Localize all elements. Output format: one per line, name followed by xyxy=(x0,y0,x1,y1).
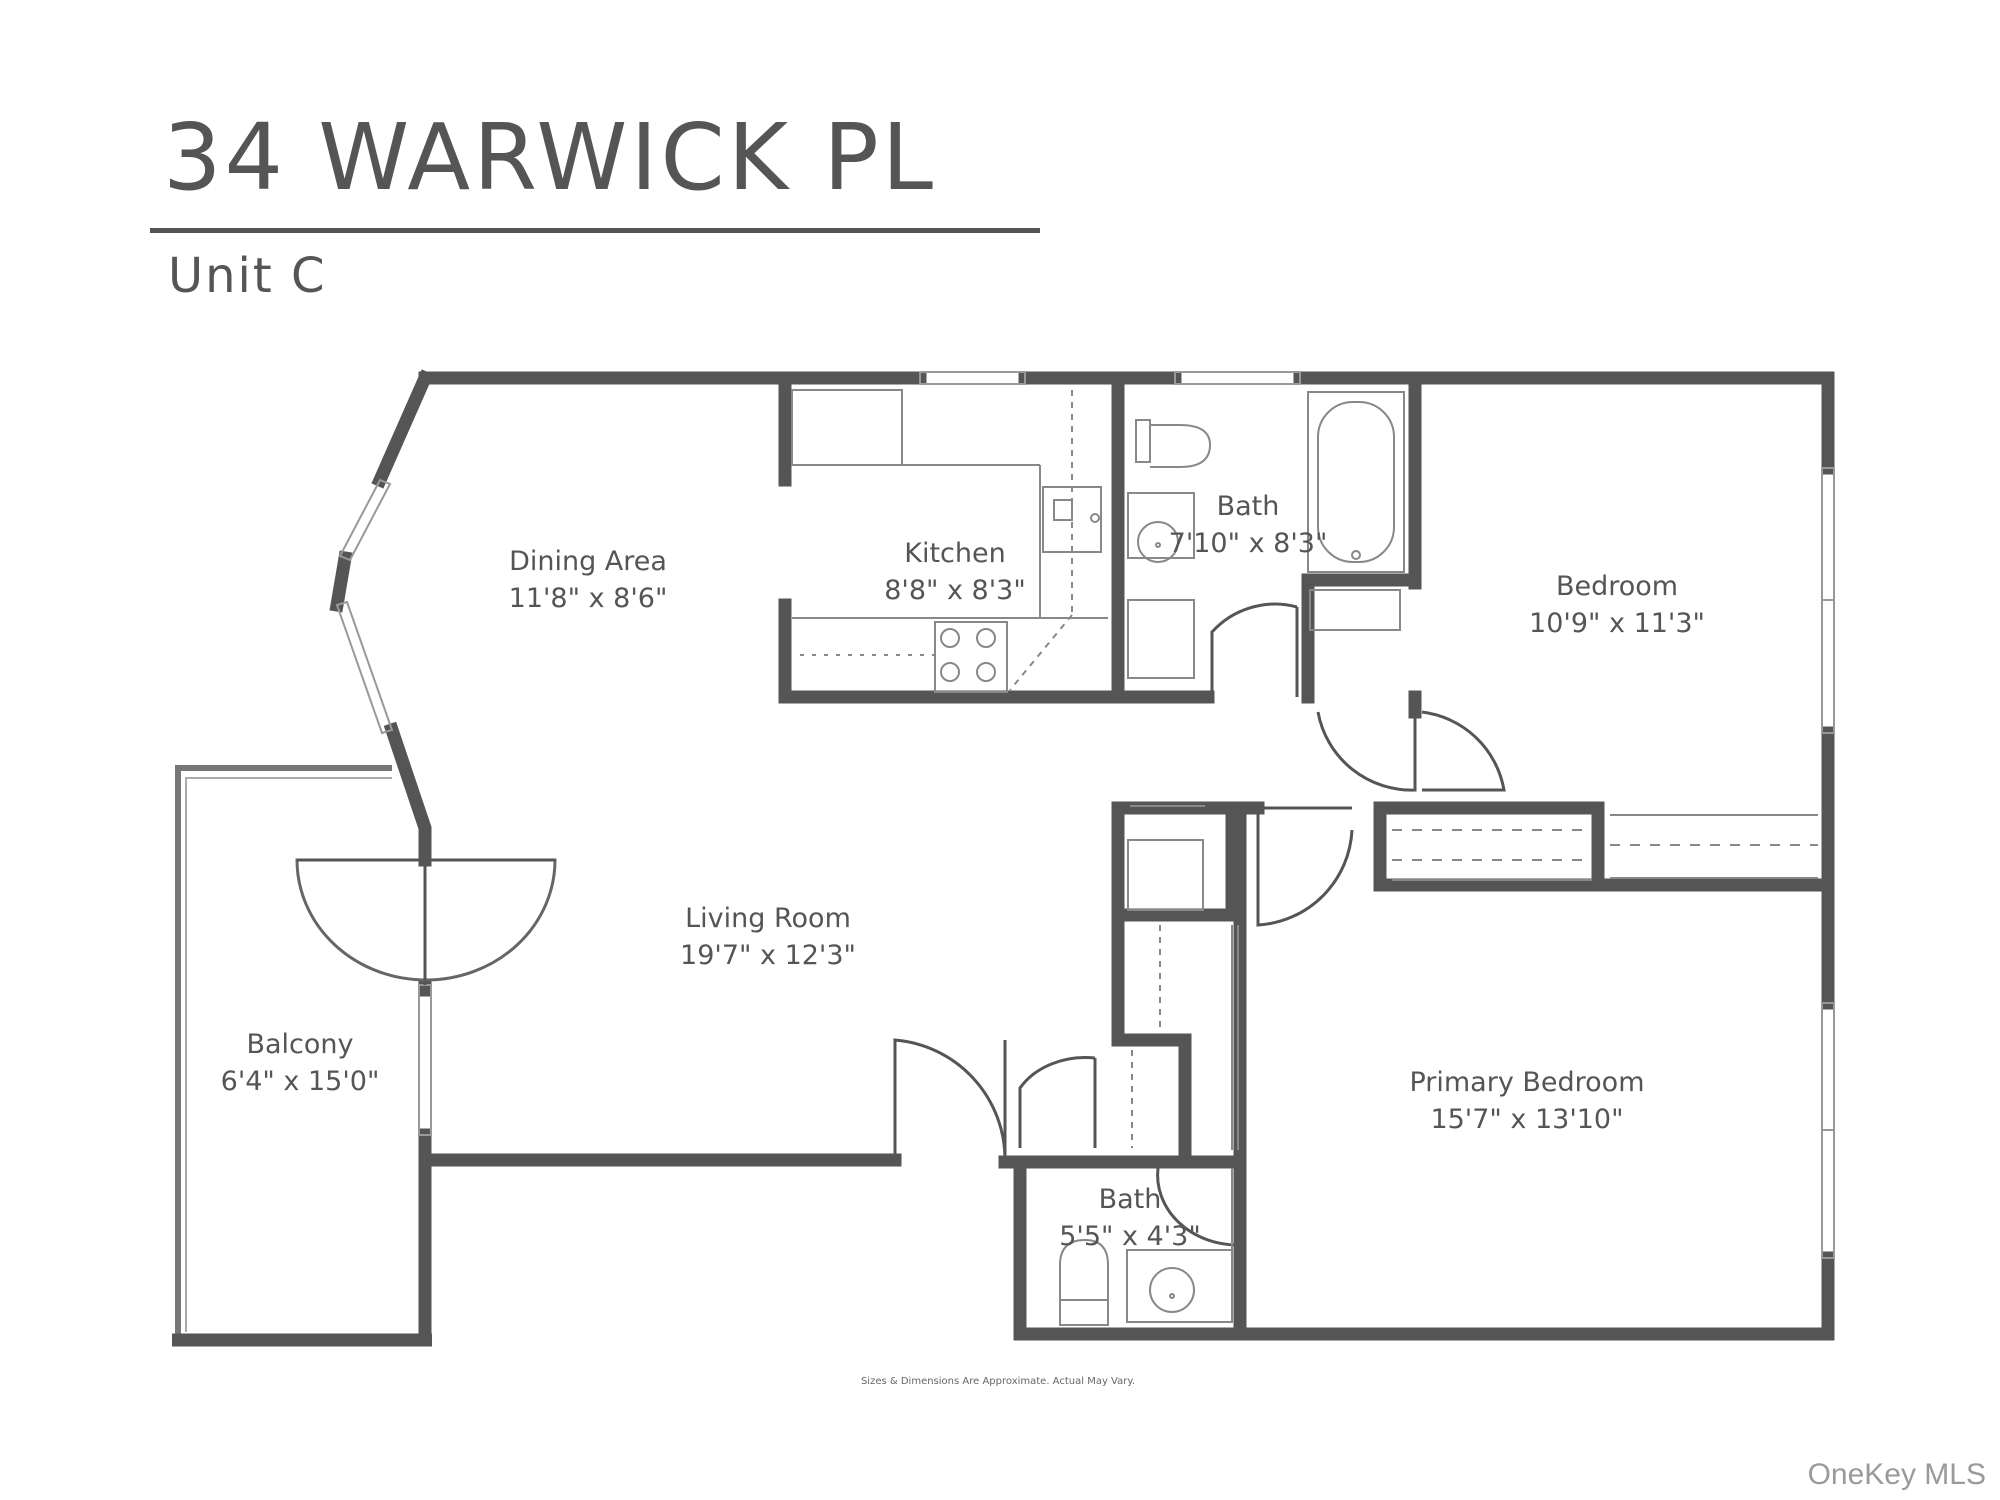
bath-fixtures xyxy=(1127,391,1405,679)
room-name-kitchen: Kitchen xyxy=(904,538,1005,569)
room-size-bath: 7'10" x 8'3" xyxy=(1169,528,1328,559)
doors xyxy=(295,602,1506,1247)
room-size-primary-bedroom: 15'7" x 13'10" xyxy=(1430,1104,1623,1135)
plan-subtitle: Unit C xyxy=(168,248,327,304)
watermark: OneKey MLS xyxy=(1807,1458,1986,1491)
room-size-bedroom: 10'9" x 11'3" xyxy=(1529,608,1705,639)
room-name-primary-bedroom: Primary Bedroom xyxy=(1409,1067,1644,1098)
room-name-bath: Bath xyxy=(1217,491,1280,522)
room-labels: Dining Area 11'8" x 8'6" Kitchen 8'8" x … xyxy=(221,491,1705,1387)
room-size-bath-small: 5'5" x 4'3" xyxy=(1059,1221,1201,1252)
room-name-living-room: Living Room xyxy=(685,903,851,934)
closet-fixtures xyxy=(1127,805,1818,1150)
title-underline xyxy=(150,228,1040,233)
room-name-bath-small: Bath xyxy=(1099,1184,1162,1215)
balcony xyxy=(172,765,432,1347)
room-size-kitchen: 8'8" x 8'3" xyxy=(884,575,1026,606)
disclaimer-text: Sizes & Dimensions Are Approximate. Actu… xyxy=(861,1376,1135,1387)
room-name-bedroom: Bedroom xyxy=(1556,571,1678,602)
room-size-balcony: 6'4" x 15'0" xyxy=(221,1066,380,1097)
room-name-balcony: Balcony xyxy=(246,1029,353,1060)
plan-title: 34 WARWICK PL xyxy=(163,104,937,211)
room-size-dining-area: 11'8" x 8'6" xyxy=(509,583,668,614)
room-size-living-room: 19'7" x 12'3" xyxy=(680,940,856,971)
kitchen-fixtures xyxy=(791,389,1108,693)
bath2-fixtures xyxy=(1059,1168,1233,1326)
walls xyxy=(329,369,1835,1341)
room-name-dining-area: Dining Area xyxy=(509,546,667,577)
